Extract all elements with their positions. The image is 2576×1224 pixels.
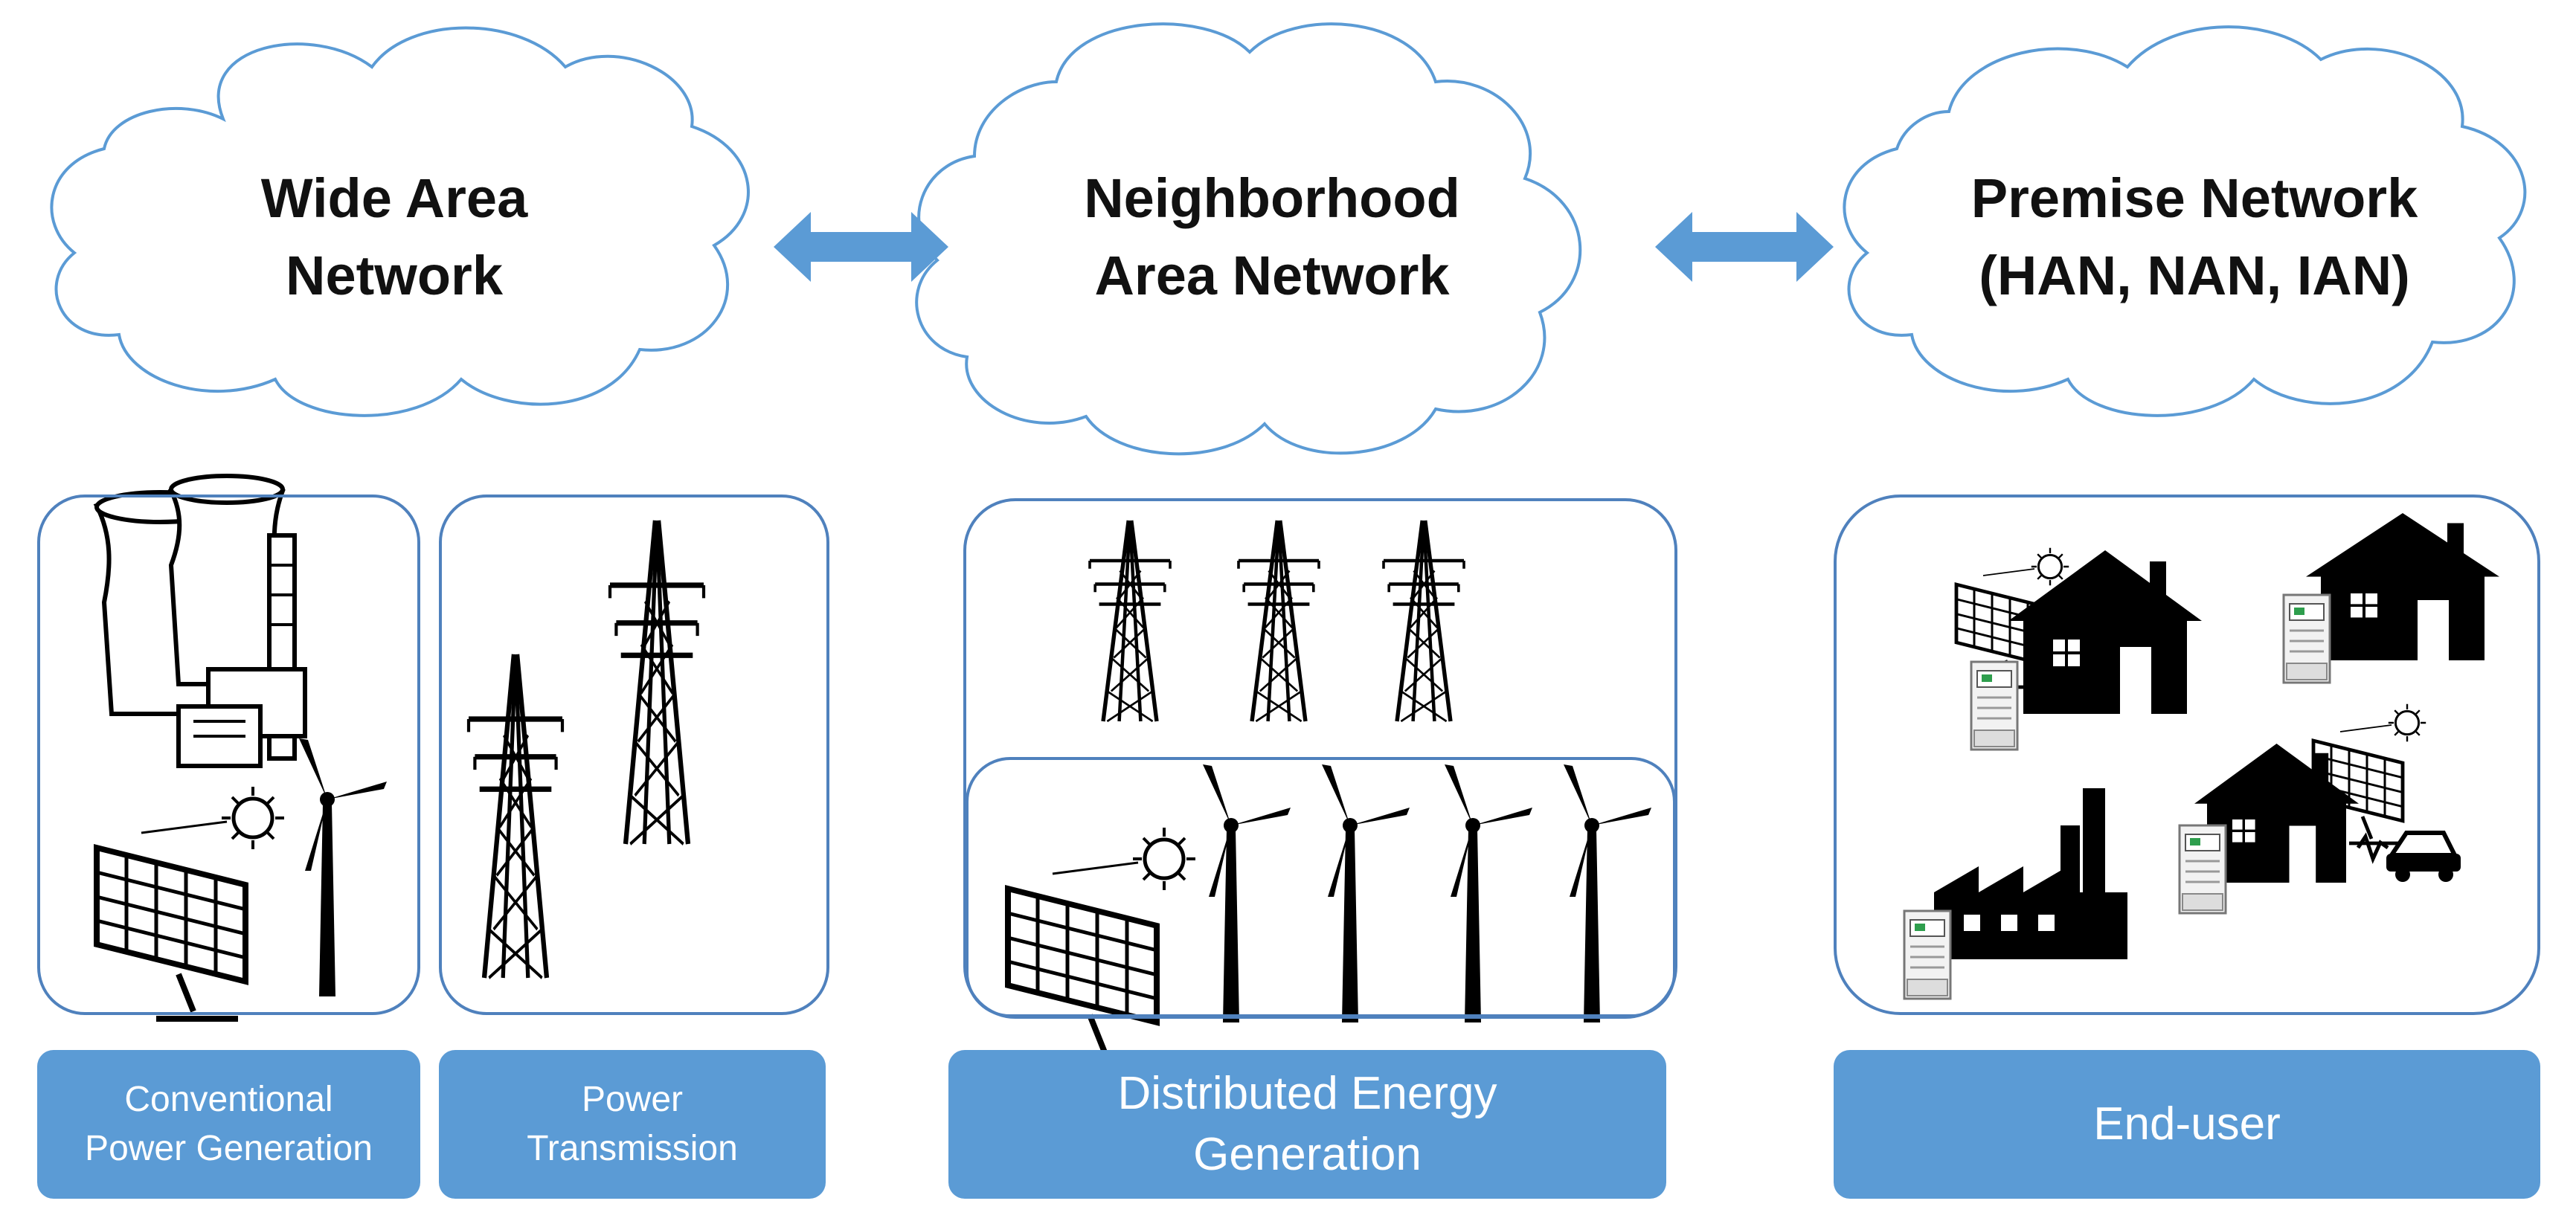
power-transmission-label: Power Transmission xyxy=(439,1050,826,1199)
double-arrow-icon xyxy=(774,212,948,282)
cloud-icon xyxy=(1843,25,2527,417)
factory-icon xyxy=(1934,788,2127,959)
distributed-generation-subpanel xyxy=(966,757,1676,1017)
end-user-label: End-user xyxy=(1834,1050,2540,1199)
electric-car-icon xyxy=(2356,831,2461,882)
end-user-panel xyxy=(1834,495,2540,1015)
cloud-icon xyxy=(915,22,1582,456)
distributed-energy-generation-label: Distributed Energy Generation xyxy=(948,1050,1666,1199)
power-transmission-panel xyxy=(439,495,829,1015)
premise-network-label: Premise Network (HAN, NAN, IAN) xyxy=(1970,167,2418,306)
cloud-icon xyxy=(50,26,750,417)
distributed-generation-panel xyxy=(963,498,1677,1019)
wide-area-network-label: Wide Area Network xyxy=(260,167,528,306)
power-plant-icon xyxy=(93,474,307,768)
conventional-generation-panel xyxy=(37,495,420,1015)
double-arrow-icon xyxy=(1655,212,1834,282)
neighborhood-area-network-label: Neighborhood Area Network xyxy=(1084,167,1460,306)
conventional-power-generation-label: Conventional Power Generation xyxy=(37,1050,420,1199)
